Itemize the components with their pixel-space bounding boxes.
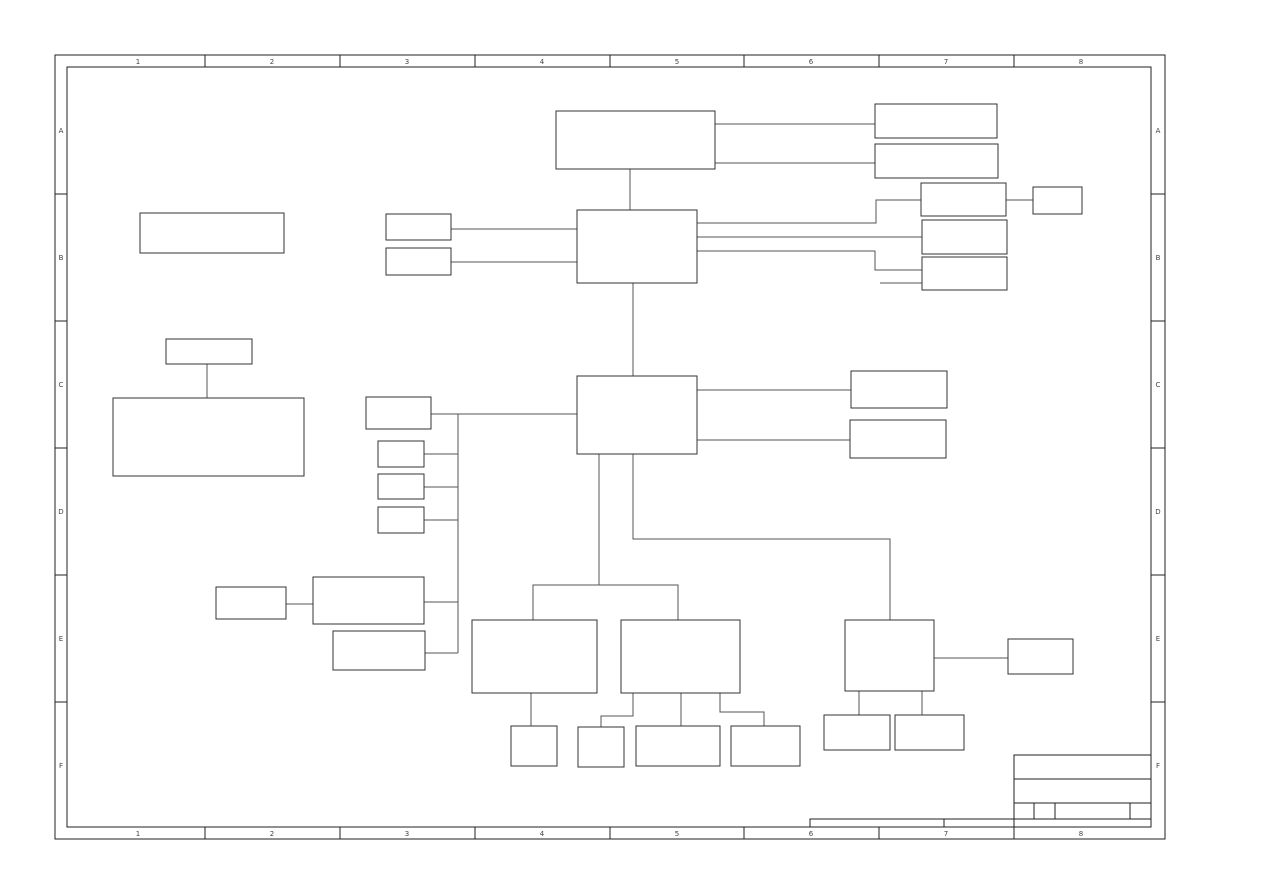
block-e-1 xyxy=(471,619,598,694)
row-labels-right: A B C D E F xyxy=(1155,127,1160,770)
row-labels-left: A B C D E F xyxy=(58,127,63,770)
block-e-3-ext xyxy=(1007,638,1074,675)
column-label: 6 xyxy=(809,830,814,838)
block-far-left-b xyxy=(139,212,285,254)
column-label: 2 xyxy=(270,58,274,66)
row-label: C xyxy=(1156,381,1161,389)
column-label: 4 xyxy=(540,830,545,838)
block-left-e-1 xyxy=(312,576,425,625)
column-label: 3 xyxy=(405,830,409,838)
title-block xyxy=(809,754,1152,828)
row-label: A xyxy=(1156,127,1161,135)
block-f-4 xyxy=(730,725,801,767)
block-right-b-1-ext xyxy=(1032,186,1083,215)
block-right-c-1 xyxy=(850,370,948,409)
row-label: D xyxy=(58,508,63,516)
block-top-center xyxy=(555,110,716,170)
column-label: 7 xyxy=(944,58,948,66)
block-far-left-c-large xyxy=(112,397,305,477)
block-f-5 xyxy=(823,714,891,751)
block-right-b-3 xyxy=(921,256,1008,291)
block-e-3 xyxy=(844,619,935,692)
block-e-2 xyxy=(620,619,741,694)
row-label: F xyxy=(1156,762,1160,770)
block-f-2 xyxy=(577,726,625,768)
sheet-border xyxy=(54,54,1166,840)
row-label: E xyxy=(1156,635,1160,643)
block-left-d-2 xyxy=(377,473,425,500)
block-f-1 xyxy=(510,725,558,767)
block-right-b-1 xyxy=(920,182,1007,217)
block-left-c xyxy=(365,396,432,430)
column-label: 8 xyxy=(1079,830,1083,838)
block-center-b xyxy=(576,209,698,284)
block-f-6 xyxy=(894,714,965,751)
column-label: 3 xyxy=(405,58,409,66)
column-label: 5 xyxy=(675,58,679,66)
block-left-e-2 xyxy=(332,630,426,671)
column-label: 6 xyxy=(809,58,814,66)
row-label: D xyxy=(1155,508,1160,516)
block-top-right-1 xyxy=(874,103,998,139)
row-label: B xyxy=(1156,254,1161,262)
connection-lines xyxy=(206,123,1033,727)
column-labels-top: 1 2 3 4 5 6 7 8 xyxy=(136,58,1083,66)
column-label: 1 xyxy=(136,58,140,66)
block-left-d-3 xyxy=(377,506,425,534)
column-label: 4 xyxy=(540,58,545,66)
column-labels-bottom: 1 2 3 4 5 6 7 8 xyxy=(136,830,1083,838)
row-label: E xyxy=(59,635,63,643)
column-label: 1 xyxy=(136,830,140,838)
row-label: A xyxy=(59,127,64,135)
column-label: 7 xyxy=(944,830,948,838)
diagram-blocks xyxy=(112,103,1083,768)
block-left-e-1-ext xyxy=(215,586,287,620)
block-left-d-1 xyxy=(377,440,425,468)
row-label: F xyxy=(59,762,63,770)
row-label: C xyxy=(59,381,64,389)
block-right-c-2 xyxy=(849,419,947,459)
block-left-b-1 xyxy=(385,213,452,241)
block-center-c xyxy=(576,375,698,455)
block-f-3 xyxy=(635,725,721,767)
column-label: 5 xyxy=(675,830,679,838)
column-label: 8 xyxy=(1079,58,1083,66)
block-left-b-2 xyxy=(385,247,452,276)
block-right-b-2 xyxy=(921,219,1008,255)
block-top-right-2 xyxy=(874,143,999,179)
block-far-left-c-small xyxy=(165,338,253,365)
column-label: 2 xyxy=(270,830,274,838)
row-label: B xyxy=(59,254,64,262)
